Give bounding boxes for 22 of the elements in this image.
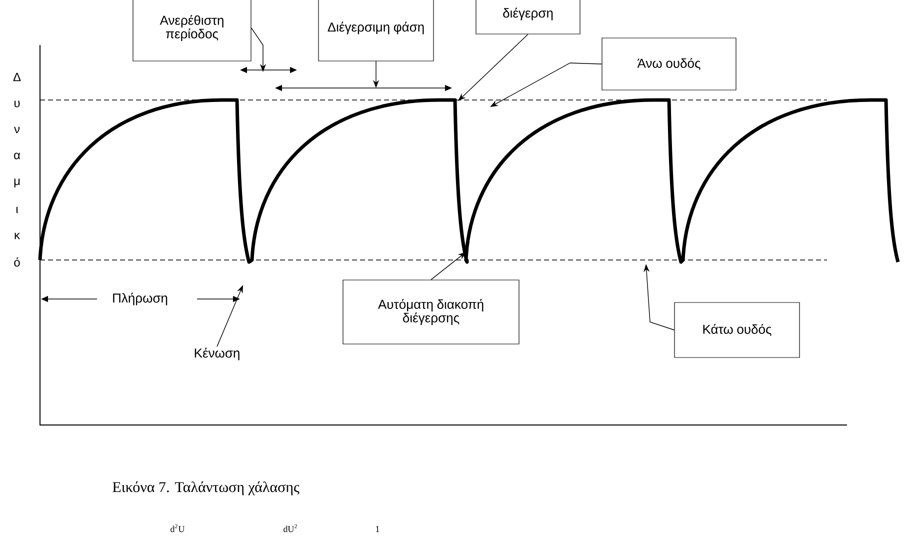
text-box: Κάτω ουδός xyxy=(674,302,800,358)
axis-letter: α xyxy=(14,152,20,160)
axis-letter: ι xyxy=(16,206,18,214)
dimension-label: Πλήρωση xyxy=(110,290,170,308)
caption: Εικόνα 7. Ταλάντωση χάλασης xyxy=(112,481,300,496)
axis-letter: Δ xyxy=(13,72,21,82)
formula-fragment: 1 xyxy=(376,526,380,532)
axis-letter: ό xyxy=(14,257,20,267)
formula-fragment: dU$^{2}$ xyxy=(284,524,297,532)
formula-fragment: d$^{2}$U xyxy=(170,524,184,532)
text-label: Κένωση xyxy=(194,348,240,360)
text-box: διέγερση xyxy=(476,0,580,34)
leader-line xyxy=(458,34,528,101)
text-box: Άνω ουδός xyxy=(602,38,736,90)
axis-letter: κ xyxy=(14,232,20,240)
axis-letter: υ xyxy=(14,100,20,108)
text-box: Αυτόματη διακοπή διέγερσης xyxy=(342,280,520,344)
axis-letter: ν xyxy=(14,126,20,134)
axis-letter: μ xyxy=(14,178,20,188)
text-box: Διέγερσιμη φάση xyxy=(318,0,434,62)
text-box: Ανερέθιστη περίοδος xyxy=(132,0,252,62)
leader-line xyxy=(430,252,466,280)
